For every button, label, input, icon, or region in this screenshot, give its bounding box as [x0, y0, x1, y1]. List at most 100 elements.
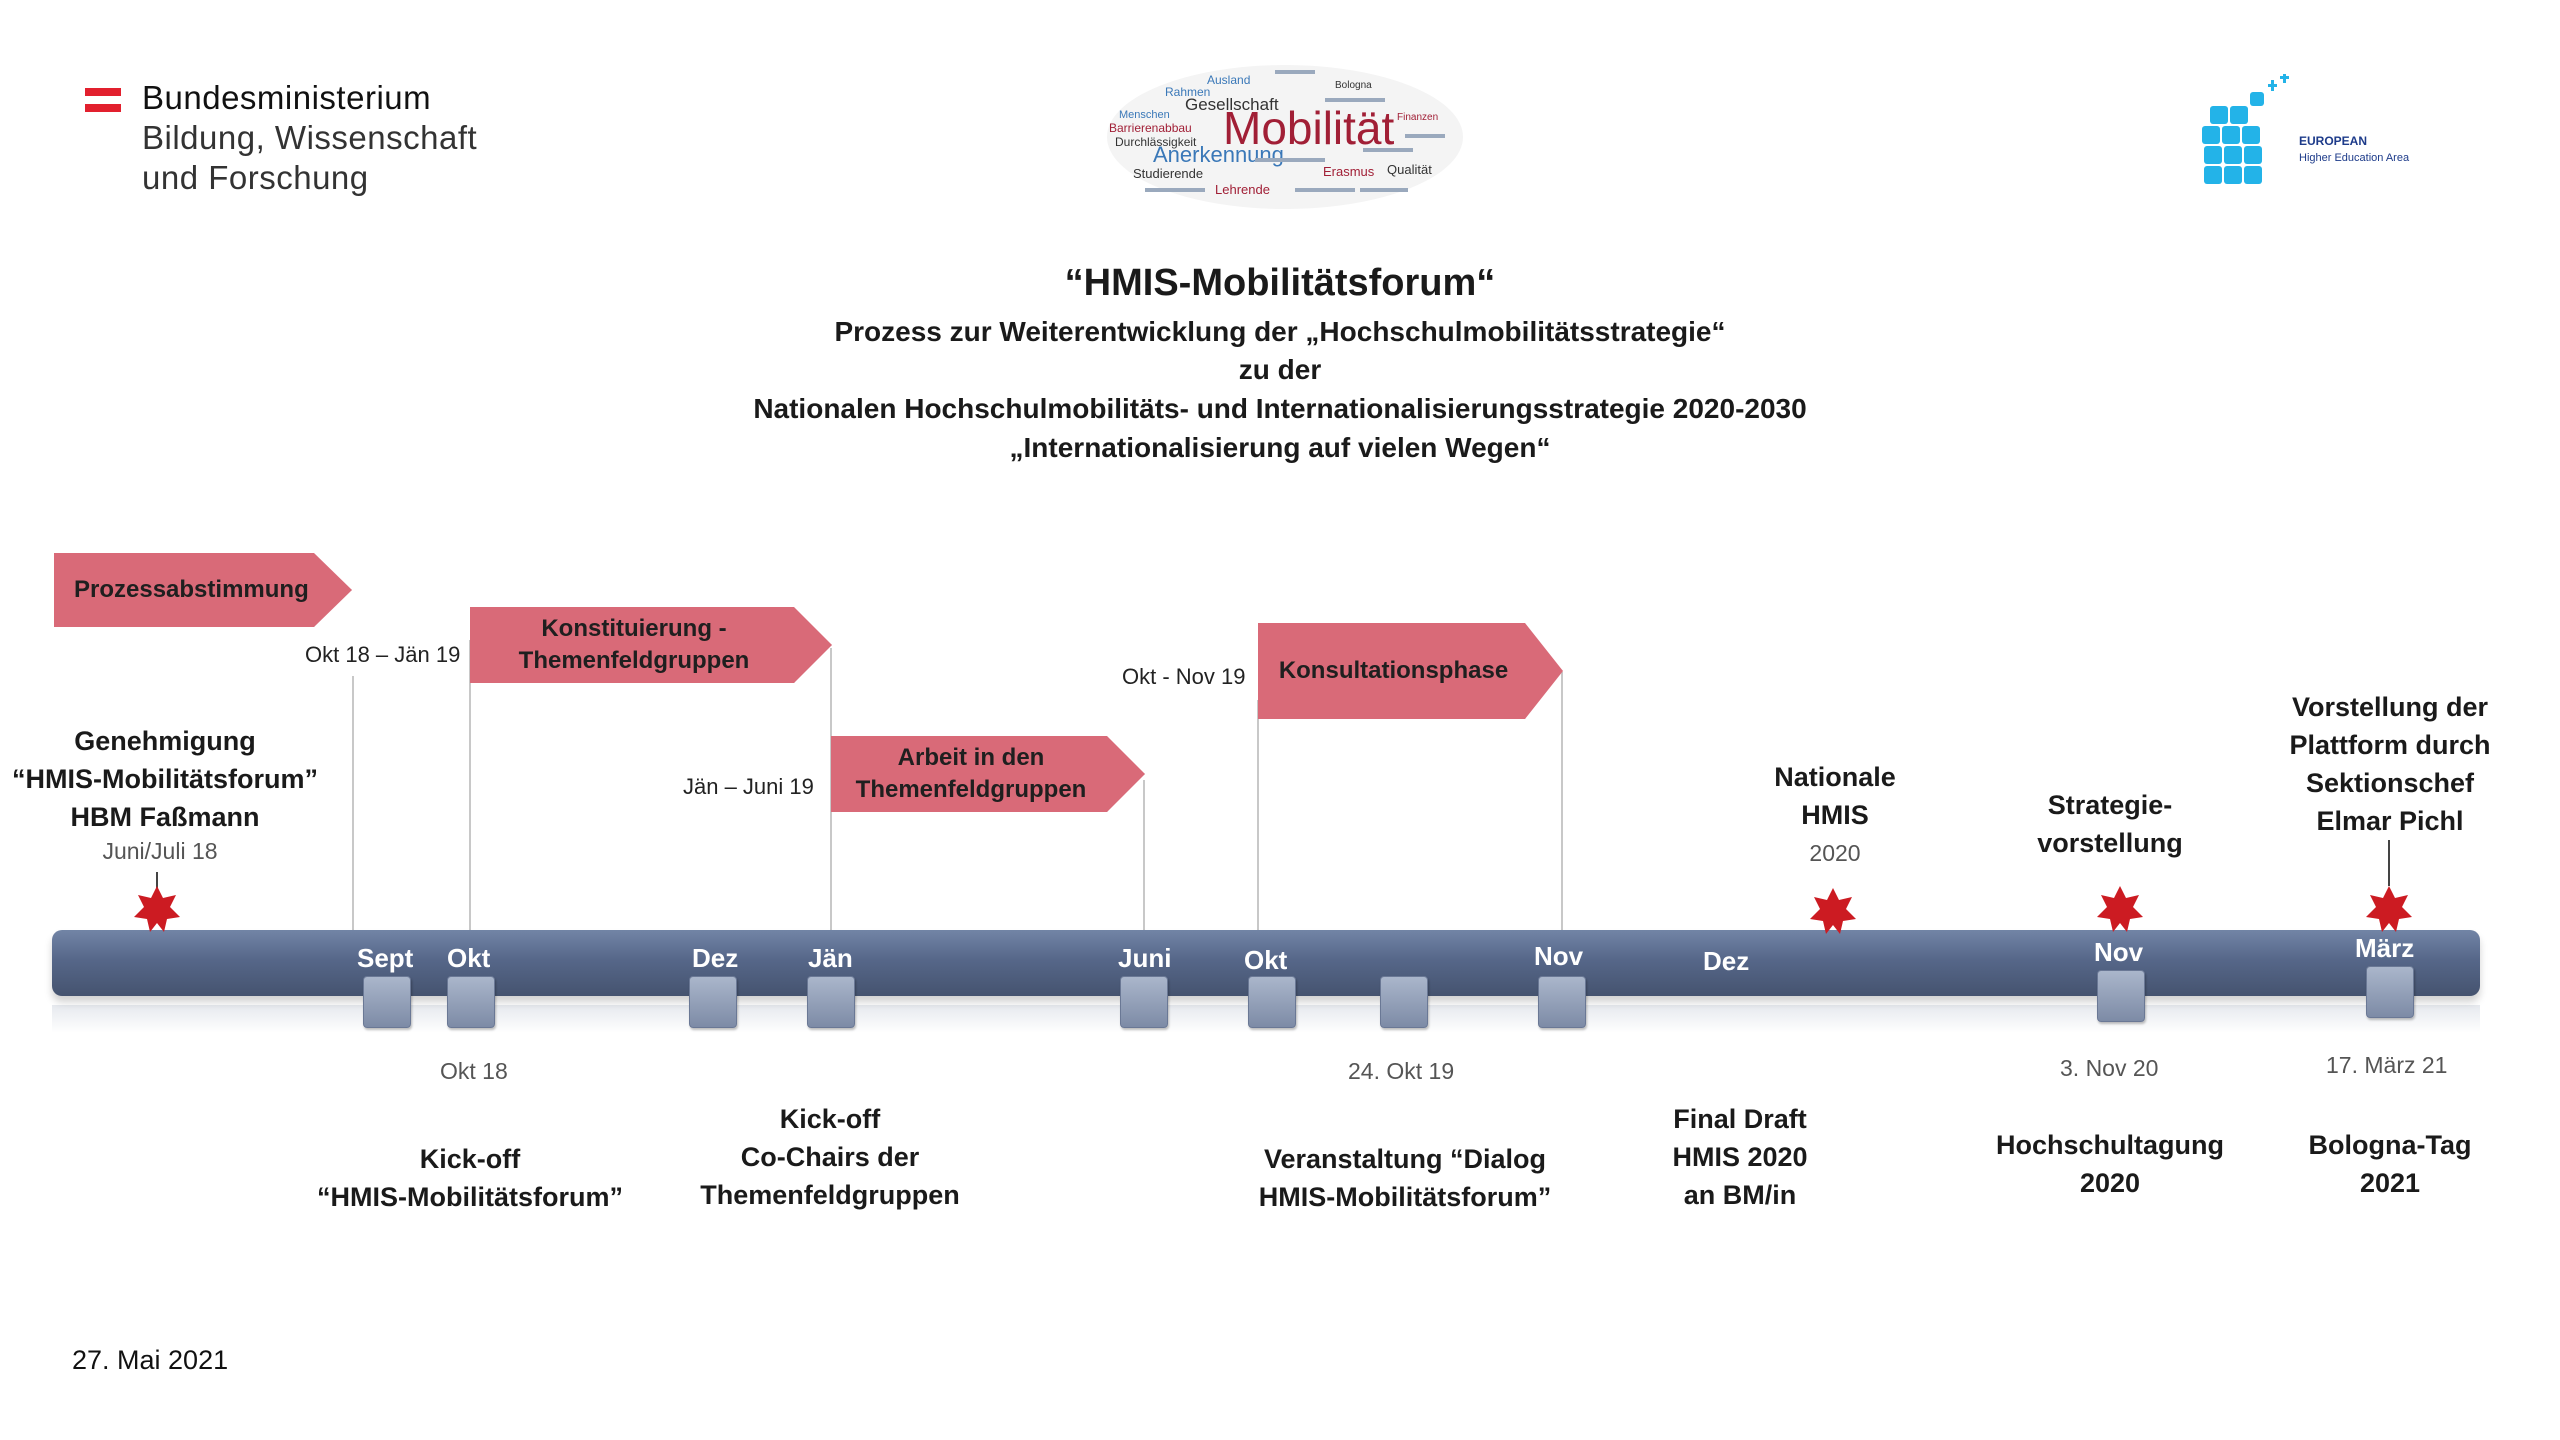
event-genehmigung-date: Juni/Juli 18	[102, 838, 218, 864]
ministry-line-2: Bildung, Wissenschaft	[142, 119, 478, 156]
puzzle-icon	[2202, 74, 2289, 184]
timeline-marker	[1538, 976, 1586, 1028]
event-kickoff-cochairs-line-2: Co-Chairs der	[740, 1142, 920, 1172]
ehea-line-2: Higher Education Area	[2299, 152, 2410, 164]
phase-konstituierung-line-1: Konstituierung -	[541, 615, 727, 642]
event-kickoff-cochairs-line-1: Kick-off	[779, 1104, 881, 1134]
event-dialog-line-2: HMIS-Mobilitätsforum”	[1258, 1182, 1552, 1212]
wordcloud-word-1: Ausland	[1207, 73, 1250, 87]
event-genehmigung-line-2: “HMIS-Mobilitätsforum”	[12, 764, 318, 794]
month-nov-19: Nov	[1534, 941, 1584, 971]
event-hochschultagung-line-2: 2020	[2079, 1168, 2141, 1198]
connector-okt	[469, 640, 471, 930]
wordcloud-word-9: Menschen	[1119, 109, 1170, 121]
flag-stripe-bottom	[85, 104, 121, 112]
subtitle-line-1: Prozess zur Weiterentwicklung der „Hochs…	[834, 316, 1726, 347]
stem-plattform	[2388, 840, 2390, 886]
mobility-wordcloud: Mobilität Anerkennung Gesellschaft Ausla…	[1105, 62, 1465, 212]
star-icon	[1810, 888, 1856, 934]
phase-konstituierung: Konstituierung - Themenfeldgruppen	[470, 607, 832, 683]
timeline-marker	[1380, 976, 1428, 1028]
phase-konstituierung-line-2: Themenfeldgruppen	[518, 647, 750, 674]
subtitle-line-3: Nationalen Hochschulmobilitäts- und Inte…	[753, 393, 1807, 424]
event-bologna-tag-line-1: Bologna-Tag	[2308, 1130, 2472, 1160]
month-dez-18: Dez	[692, 943, 739, 973]
month-dez-19: Dez	[1703, 946, 1750, 976]
date-24-okt19: 24. Okt 19	[1348, 1058, 1455, 1084]
ministry-line-3: und Forschung	[142, 159, 369, 196]
event-plattform-line-4: Elmar Pichl	[2316, 806, 2464, 836]
event-genehmigung-line-3: HBM Faßmann	[70, 802, 260, 832]
phase-prozessabstimmung-label: Prozessabstimmung	[74, 576, 309, 603]
date-17-maerz21: 17. März 21	[2326, 1052, 2448, 1078]
month-jan-19: Jän	[808, 943, 853, 973]
event-strategievorstellung-line-1: Strategie-	[2047, 790, 2173, 820]
event-kickoff-cochairs-line-3: Themenfeldgruppen	[700, 1180, 960, 1210]
event-kickoff-forum-line-2: “HMIS-Mobilitätsforum”	[317, 1182, 623, 1212]
timeline-marker	[447, 976, 495, 1028]
event-nationale-hmis: Nationale HMIS	[1720, 758, 1950, 834]
wordcloud-word-3: Barrierenabbau	[1109, 121, 1192, 135]
event-nationale-hmis-line-2: HMIS	[1801, 800, 1869, 830]
month-okt-18: Okt	[447, 943, 491, 973]
month-sept: Sept	[357, 943, 414, 973]
event-final-draft-line-3: an BM/in	[1683, 1180, 1797, 1210]
event-hochschultagung-line-1: Hochschultagung	[1996, 1130, 2224, 1160]
range-jan-juni19: Jän – Juni 19	[683, 774, 814, 799]
stem-genehmigung	[156, 872, 158, 888]
footer-date: 27. Mai 2021	[72, 1345, 229, 1375]
event-bologna-tag: Bologna-Tag 2021	[2260, 1126, 2520, 1202]
timeline-marker	[807, 976, 855, 1028]
range-okt18-jan19: Okt 18 – Jän 19	[305, 642, 461, 667]
ministry-line-1: Bundesministerium	[142, 79, 432, 116]
wordcloud-word-11: Finanzen	[1397, 112, 1438, 123]
month-nov-20: Nov	[2094, 937, 2144, 967]
wordcloud-word-big-1: Mobilität	[1223, 102, 1395, 154]
connector-nov-19	[1561, 672, 1563, 930]
phase-arbeit-line-2: Themenfeldgruppen	[855, 776, 1087, 803]
flag-stripe-top	[85, 88, 121, 96]
range-okt-nov19: Okt - Nov 19	[1122, 664, 1246, 689]
wordcloud-word-10: Bologna	[1335, 80, 1372, 91]
phase-arbeit: Arbeit in den Themenfeldgruppen	[831, 736, 1145, 812]
event-genehmigung-line-1: Genehmigung	[74, 726, 256, 756]
month-okt-19: Okt	[1244, 945, 1288, 975]
timeline-marker	[2366, 966, 2414, 1018]
timeline-marker	[2097, 970, 2145, 1022]
event-nationale-hmis-date: 2020	[1809, 840, 1861, 866]
event-final-draft-line-2: HMIS 2020	[1672, 1142, 1808, 1172]
phase-konsultation: Konsultationsphase	[1258, 623, 1563, 719]
wordcloud-image: Mobilität Anerkennung Gesellschaft Ausla…	[1107, 65, 1463, 209]
wordcloud-word-6: Lehrende	[1215, 182, 1270, 197]
date-okt18: Okt 18	[440, 1058, 508, 1084]
event-plattform-line-2: Plattform durch	[2289, 730, 2491, 760]
month-juni-19: Juni	[1118, 943, 1172, 973]
subtitle-line-2: zu der	[1238, 354, 1322, 385]
event-kickoff-cochairs: Kick-off Co-Chairs der Themenfeldgruppen	[670, 1100, 990, 1214]
timeline-marker	[689, 976, 737, 1028]
main-title: “HMIS-Mobilitätsforum“	[1064, 262, 1496, 304]
event-genehmigung: Genehmigung “HMIS-Mobilitätsforum” HBM F…	[0, 722, 330, 836]
event-strategievorstellung: Strategie- vorstellung	[1990, 786, 2230, 862]
event-strategievorstellung-line-2: vorstellung	[2037, 828, 2183, 858]
subtitle-line-4: „Internationalisierung auf vielen Wegen“	[1009, 432, 1551, 463]
timeline-marker	[1120, 976, 1168, 1028]
date-3-nov20: 3. Nov 20	[2060, 1055, 2159, 1081]
wordcloud-word-7: Erasmus	[1323, 164, 1375, 179]
event-dialog: Veranstaltung “Dialog HMIS-Mobilitätsfor…	[1215, 1140, 1595, 1216]
phase-prozessabstimmung: Prozessabstimmung	[54, 553, 352, 627]
phase-konsultation-label: Konsultationsphase	[1278, 657, 1509, 684]
event-final-draft-line-1: Final Draft	[1673, 1104, 1807, 1134]
wordcloud-word-2: Rahmen	[1165, 85, 1210, 99]
wordcloud-word-5: Studierende	[1133, 166, 1203, 181]
wordcloud-word-big-3: Gesellschaft	[1185, 95, 1279, 114]
event-plattform-line-3: Sektionschef	[2305, 768, 2475, 798]
connector-sept	[352, 676, 354, 930]
star-icon	[2366, 886, 2412, 932]
ehea-line-1: EUROPEAN	[2299, 134, 2368, 148]
event-kickoff-forum: Kick-off “HMIS-Mobilitätsforum”	[290, 1140, 650, 1216]
wordcloud-word-8: Qualität	[1387, 162, 1432, 177]
event-plattform: Vorstellung der Plattform durch Sektions…	[2250, 688, 2530, 840]
event-plattform-line-1: Vorstellung der	[2291, 692, 2489, 722]
event-bologna-tag-line-2: 2021	[2359, 1168, 2421, 1198]
